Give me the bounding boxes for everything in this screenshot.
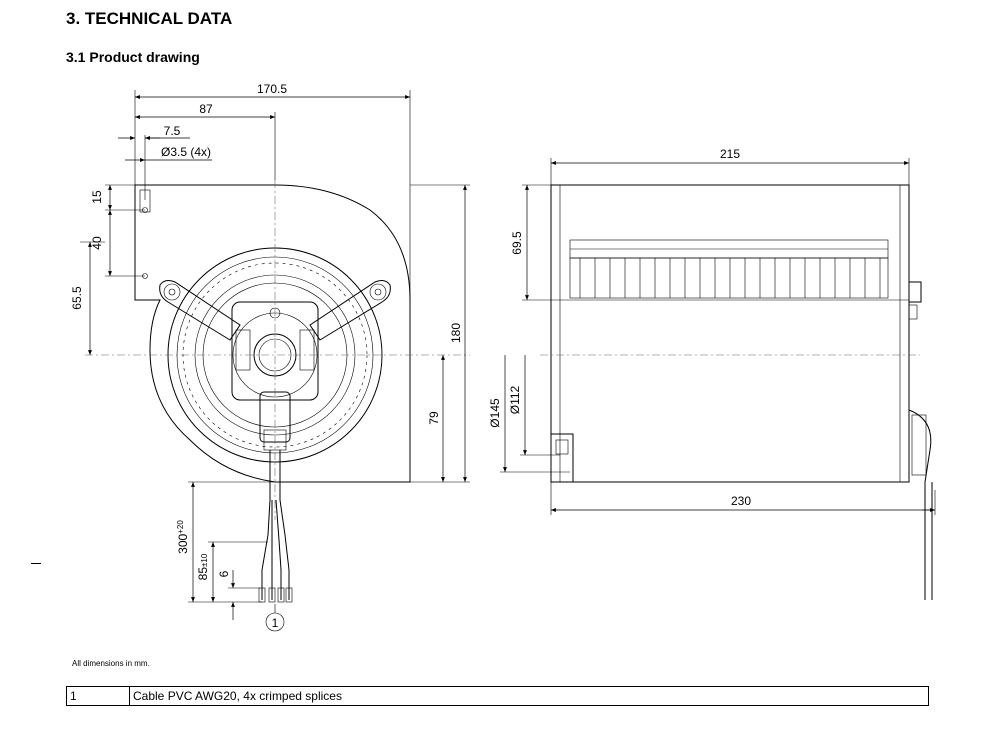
- legend-text: Cable PVC AWG20, 4x crimped splices: [129, 686, 929, 706]
- dim-outer-length: 215: [720, 147, 740, 161]
- side-view: 215 69.5 Ø145 Ø112 230: [488, 147, 936, 600]
- dimensions-note: All dimensions in mm.: [72, 659, 150, 668]
- dim-hole-offset: 7.5: [164, 124, 181, 138]
- dim-center-height: 65.5: [70, 286, 84, 310]
- legend-table: 1 Cable PVC AWG20, 4x crimped splices: [66, 686, 929, 706]
- legend-number: 1: [66, 686, 130, 706]
- front-view: 170.5 87 7.5 Ø3.5 (4x) 15 40 65.5 180 79: [70, 82, 470, 632]
- dim-overall-width: 170.5: [257, 82, 287, 96]
- dim-cable-length: 300+20: [176, 520, 190, 554]
- dim-lower-height: 79: [427, 411, 441, 425]
- dim-hole-spacing: 40: [90, 236, 104, 250]
- dim-dia-inner: Ø112: [508, 385, 522, 414]
- callout-circle: [265, 612, 285, 632]
- dim-dia-outer: Ø145: [488, 398, 502, 428]
- dim-splice-length: 6: [217, 570, 231, 577]
- dim-total-length: 230: [731, 494, 751, 508]
- dim-center-offset: 87: [199, 102, 213, 116]
- callout-number: 1: [272, 616, 279, 630]
- legend-row: 1 Cable PVC AWG20, 4x crimped splices: [66, 686, 929, 706]
- dim-overall-height: 180: [449, 323, 463, 343]
- dim-strip-length: 85±10: [196, 553, 210, 580]
- dim-half-height: 69.5: [510, 231, 524, 255]
- dim-hole-dia: Ø3.5 (4x): [161, 145, 211, 159]
- dim-top-hole: 15: [90, 190, 104, 204]
- section-title: 3. TECHNICAL DATA: [66, 9, 233, 28]
- subsection-title: 3.1 Product drawing: [66, 49, 200, 65]
- margin-mark: [31, 563, 41, 564]
